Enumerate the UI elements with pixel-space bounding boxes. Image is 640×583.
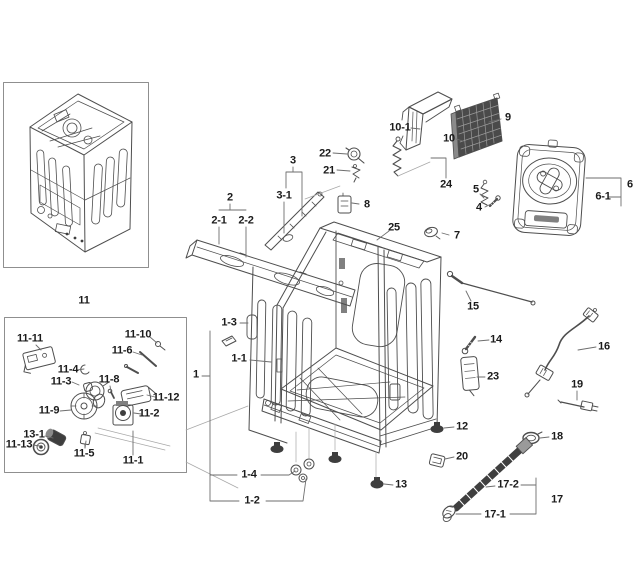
part-14-screw [461,335,477,355]
part-4-screw [488,195,501,208]
part-24-spring [392,136,402,177]
part-19-power-cord [557,399,599,412]
part-13-1-foot [45,428,67,447]
part-15-rod [446,270,536,306]
part-11-3-housing [83,381,110,401]
part-17-1-fitting [442,505,456,523]
part-16-wire-harness [524,307,599,398]
leader-lines [32,118,622,515]
part-11-6-pin [124,351,157,374]
inset-assembled-frame [3,82,149,268]
part-11-2-motor [112,401,134,426]
part-11-9-pump [70,392,106,420]
part-11-10-screw [155,341,166,351]
part-2-top-beam [185,239,356,307]
part-3-1-rail [264,191,325,251]
inset-pump-assembly [4,317,187,473]
part-8-bracket [337,192,352,214]
part-1-3-clip [221,314,258,347]
part-21-hook [351,164,361,183]
part-20-clip [428,453,446,468]
part-7-cap [424,226,441,240]
part-11-8-screw [107,388,115,399]
construction-lines [185,161,431,489]
part-11-13-cap [32,438,50,456]
part-1-4-bolts [290,458,315,483]
part-12-foot [430,422,444,433]
part-23-bracket [460,356,480,397]
part-10-duct [399,91,453,151]
part-5-spring [480,179,489,206]
leveling-feet [270,442,384,489]
part-17-drain-hose [442,437,533,523]
main-cabinet-frame [248,221,442,454]
part-6-1-rear-panel [512,139,586,236]
part-22-clamp [345,147,365,164]
part-11-11-bracket [22,346,56,374]
part-11-4-clip [80,364,90,375]
part-11-12-bracket [120,385,157,407]
part-9-vent-grille [450,92,503,160]
